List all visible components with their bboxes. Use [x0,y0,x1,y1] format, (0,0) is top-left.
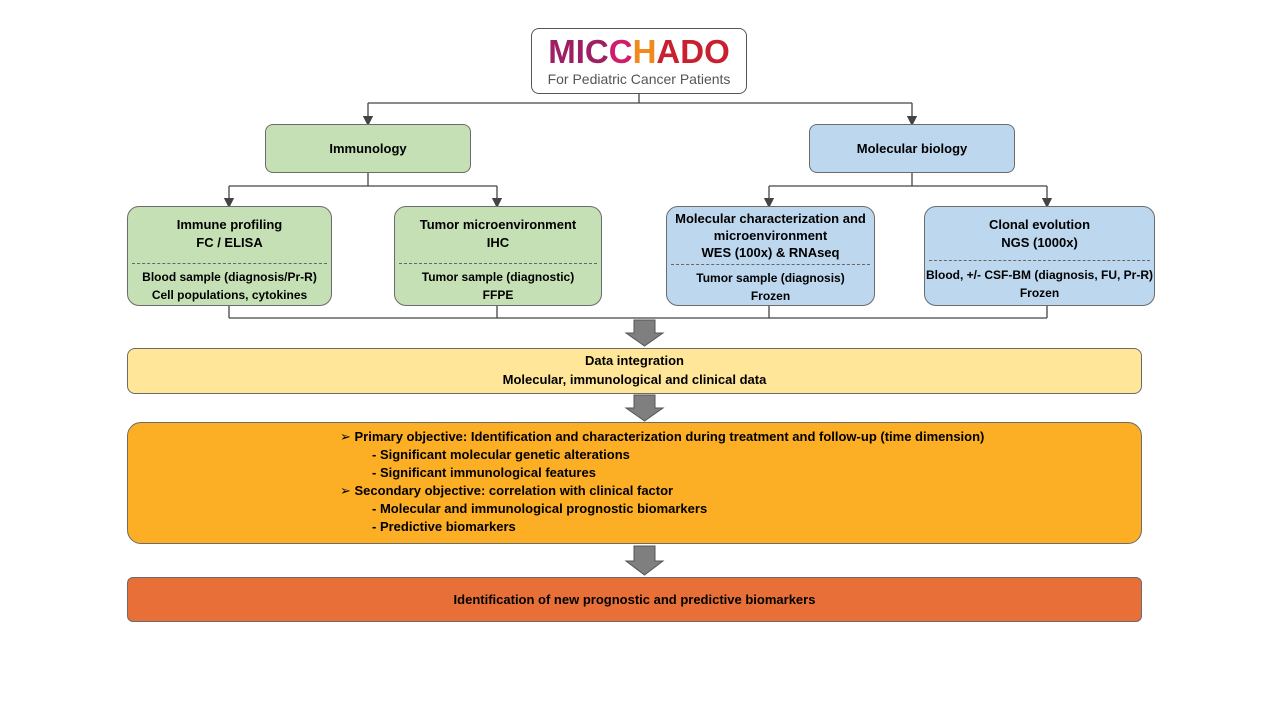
immune-profiling-analytes: Cell populations, cytokines [151,288,308,302]
bullet-arrow-icon: ➢ [340,483,355,498]
secondary-objective-text: Secondary objective: correlation with cl… [354,483,674,498]
immunology-label: Immunology [329,141,407,156]
molecular-characterization-sample: Tumor sample (diagnosis) [696,271,845,285]
clonal-evolution-box: Clonal evolution NGS (1000x) Blood, +/- … [924,206,1155,306]
clonal-evolution-title: Clonal evolution [988,217,1091,232]
tumor-microenvironment-title: Tumor microenvironment [419,217,577,232]
block-arrow-1 [624,319,665,347]
secondary-item: - Predictive biomarkers [372,519,516,534]
dashed-divider [929,260,1150,261]
dashed-divider [671,264,870,265]
logo-part: MIC [548,33,609,70]
tumor-microenvironment-box: Tumor microenvironment IHC Tumor sample … [394,206,602,306]
immunology-connector [223,173,503,209]
primary-objective-text: Primary objective: Identification and ch… [354,429,985,444]
tumor-microenvironment-method: IHC [486,235,510,250]
secondary-objective: ➢ Secondary objective: correlation with … [340,482,673,500]
micchado-logo: MICCHADO For Pediatric Cancer Patients [531,28,747,94]
dashed-divider [132,263,327,264]
primary-item: - Significant immunological features [372,465,596,480]
molecular-characterization-method: WES (100x) & RNAseq [701,245,840,260]
molecular-biology-box: Molecular biology [809,124,1015,173]
objectives-box: ➢ Primary objective: Identification and … [127,422,1142,544]
molecular-characterization-box: Molecular characterization and microenvi… [666,206,875,306]
logo-connector [362,94,918,127]
molecular-characterization-preservation: Frozen [750,289,791,303]
merge-connector [228,306,1048,319]
immune-profiling-box: Immune profiling FC / ELISA Blood sample… [127,206,332,306]
clonal-evolution-preservation: Frozen [1019,286,1060,300]
clonal-evolution-sample: Blood, +/- CSF-BM (diagnosis, FU, Pr-R) [926,268,1153,282]
data-integration-subtitle: Molecular, immunological and clinical da… [502,372,767,387]
molecular-characterization-subtitle: microenvironment [713,228,828,243]
block-arrow-3 [624,545,665,576]
dashed-divider [399,263,597,264]
clonal-evolution-method: NGS (1000x) [1001,235,1078,250]
tumor-microenvironment-preservation: FFPE [482,288,514,302]
primary-objective: ➢ Primary objective: Identification and … [340,428,984,446]
bullet-arrow-icon: ➢ [340,429,355,444]
logo-part: H [632,33,657,70]
final-outcome-box: Identification of new prognostic and pre… [127,577,1142,622]
logo-part: C [608,33,633,70]
immune-profiling-title: Immune profiling [176,217,283,232]
logo-subtitle: For Pediatric Cancer Patients [547,71,731,87]
data-integration-title: Data integration [585,353,684,368]
block-arrow-2 [624,394,665,422]
molecular-connector [763,173,1053,209]
logo-part: ADO [656,33,730,70]
final-outcome-label: Identification of new prognostic and pre… [453,592,816,607]
tumor-microenvironment-sample: Tumor sample (diagnostic) [421,270,575,284]
immunology-box: Immunology [265,124,471,173]
primary-item: - Significant molecular genetic alterati… [372,447,630,462]
immune-profiling-method: FC / ELISA [196,235,263,250]
data-integration-box: Data integration Molecular, immunologica… [127,348,1142,394]
logo-wordmark: MICCHADO [532,35,746,69]
secondary-item: - Molecular and immunological prognostic… [372,501,708,516]
immune-profiling-sample: Blood sample (diagnosis/Pr-R) [142,270,317,284]
molecular-characterization-title: Molecular characterization and [675,211,866,226]
molecular-biology-label: Molecular biology [856,141,968,156]
